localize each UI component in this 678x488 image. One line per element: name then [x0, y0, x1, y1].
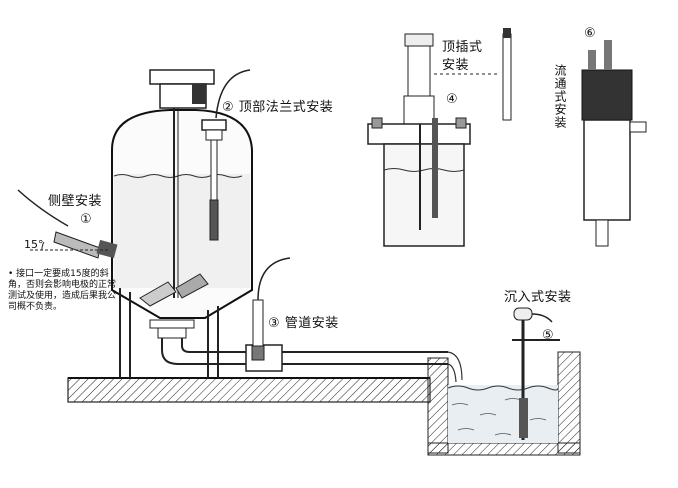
flow-number: ⑥	[584, 26, 597, 41]
angle-label: 15°	[24, 238, 44, 251]
reactor-vessel	[111, 69, 253, 378]
immersion-label: 沉入式安装	[504, 290, 572, 305]
immersion-probe	[512, 307, 560, 440]
pipe-probe	[251, 257, 291, 361]
immersion-number: ⑤	[542, 328, 555, 343]
top-insert-number: ④	[446, 92, 459, 107]
warning-note: • 接口一定要成15度的斜角，否则会影响电极的正常测试及使用，造成后果我公司概不…	[8, 269, 117, 312]
side-wall-label: 侧壁安装	[48, 194, 103, 209]
side-wall-probe	[17, 189, 118, 259]
flow-through-unit	[581, 40, 647, 247]
top-flange-probe	[201, 69, 251, 241]
pipe-label: ③ 管道安装	[268, 316, 339, 331]
top-flange-label: ② 顶部法兰式安装	[222, 100, 334, 115]
water-pit	[427, 351, 581, 456]
top-insert-label-1: 顶插式	[442, 40, 483, 55]
side-wall-number: ①	[80, 212, 93, 227]
top-insert-assembly	[367, 28, 512, 247]
flow-vertical-label: 流通式安装	[553, 64, 567, 129]
top-insert-label-2: 安装	[442, 58, 470, 73]
ground-slab	[67, 377, 431, 403]
